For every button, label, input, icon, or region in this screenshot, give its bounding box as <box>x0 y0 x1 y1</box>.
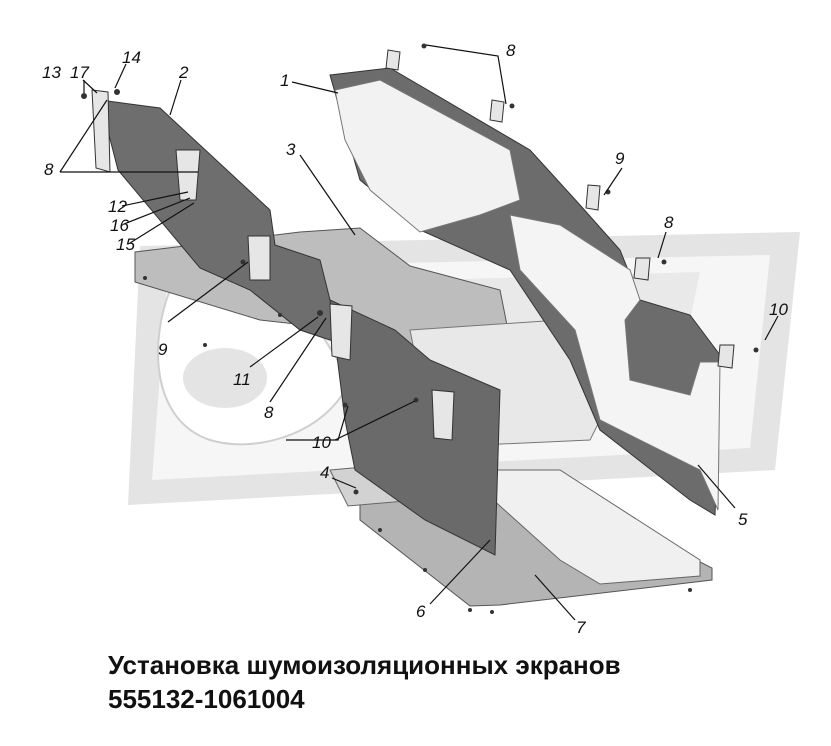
callout-10-center: 10 <box>312 433 331 452</box>
callout-9-right: 9 <box>615 149 625 168</box>
bracket-8-right <box>633 257 651 281</box>
callout-15: 15 <box>116 235 135 254</box>
callout-13: 13 <box>42 63 61 82</box>
callout-8-center: 8 <box>264 403 274 422</box>
bracket-upper-right <box>385 49 401 71</box>
callout-labels: 13 17 14 2 1 8 8 3 9 12 16 15 8 10 9 11 … <box>42 41 788 637</box>
bracket-center <box>329 303 353 361</box>
callout-14: 14 <box>122 48 141 67</box>
callout-1: 1 <box>280 71 289 90</box>
callout-11: 11 <box>233 370 251 389</box>
part-5-insulation-panel <box>509 214 721 511</box>
callout-17: 17 <box>70 63 89 82</box>
caption-part-number: 555132-1061004 <box>108 684 305 714</box>
callout-16: 16 <box>110 216 129 235</box>
bracket-left-a <box>175 149 201 201</box>
callout-6: 6 <box>416 602 426 621</box>
callout-3: 3 <box>286 140 296 159</box>
caption-title: Установка шумоизоляционных экранов <box>108 650 621 680</box>
callout-8-left: 8 <box>44 160 54 179</box>
part-6-front-panel <box>329 299 501 556</box>
bracket-10-right <box>717 344 735 369</box>
part-1-insulation <box>334 79 521 233</box>
leader-lines <box>59 44 779 621</box>
bracket-right-mid <box>489 99 505 123</box>
callout-2: 2 <box>178 63 189 82</box>
bracket-9-right <box>585 184 601 211</box>
bracket-left-b <box>247 235 271 281</box>
brackets <box>91 49 735 441</box>
bolts <box>81 43 759 614</box>
callout-8-right: 8 <box>664 213 674 232</box>
callout-5: 5 <box>738 510 748 529</box>
callout-4: 4 <box>320 463 329 482</box>
bracket-front <box>431 389 455 441</box>
callout-8-top: 8 <box>506 41 516 60</box>
bracket-top-left <box>91 89 111 173</box>
part-7-insulation-strip <box>458 469 701 585</box>
callout-10-right: 10 <box>769 300 788 319</box>
callout-7: 7 <box>576 618 586 637</box>
callout-9-left: 9 <box>158 340 168 359</box>
callout-12: 12 <box>108 197 127 216</box>
